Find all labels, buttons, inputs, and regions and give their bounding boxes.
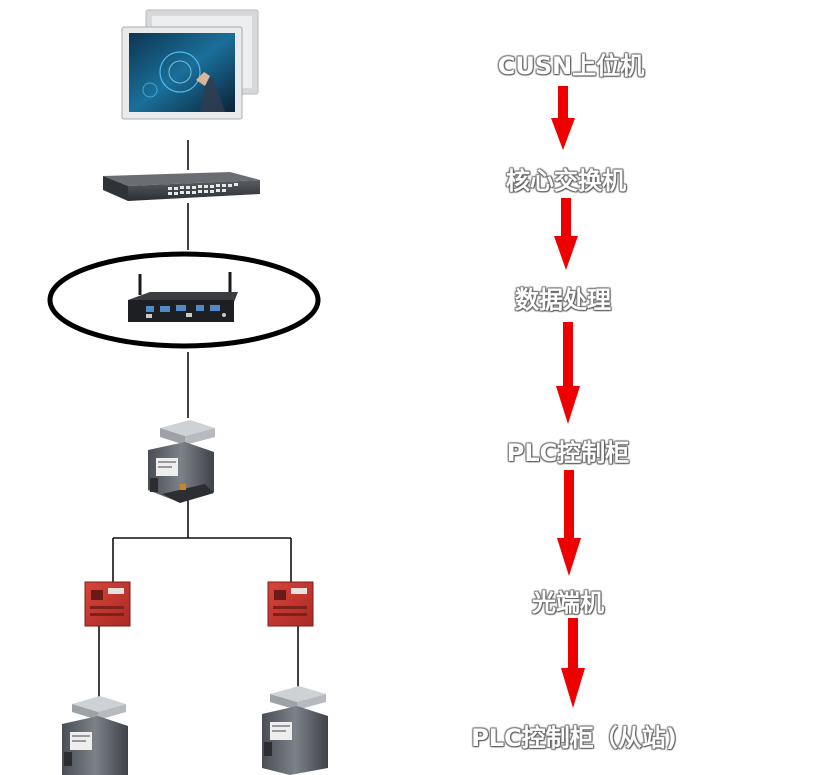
connection-lines (98, 140, 299, 700)
flow-step-core-switch: 核心交换机 (506, 167, 626, 195)
optical-transceiver-icon (267, 581, 314, 627)
optical-transceiver-icon (84, 581, 131, 627)
flow-arrow-3 (556, 322, 580, 424)
plc-cabinet-icon (148, 420, 215, 503)
touch-panel-pc-icon (121, 9, 259, 120)
flow-arrows (551, 86, 585, 708)
flow-arrow-4 (557, 470, 581, 576)
plc-cabinet-slave-icon (62, 696, 128, 775)
flow-arrow-2 (554, 198, 578, 270)
flow-step-plc-cabinet-slave: PLC控制柜（从站) (471, 724, 677, 752)
plc-cabinet-slave-icon (262, 686, 328, 775)
network-switch-icon (103, 172, 260, 201)
flow-step-cusn-host: CUSN上位机 (497, 52, 645, 80)
flow-arrow-1 (551, 86, 575, 150)
flow-step-data-processing: 数据处理 (515, 286, 611, 314)
flow-step-plc-cabinet: PLC控制柜 (506, 439, 630, 467)
highlight-ellipse (47, 251, 321, 349)
flow-step-optical-transceiver: 光端机 (532, 589, 604, 617)
flow-arrow-5 (561, 618, 585, 708)
fanless-mini-pc-icon (47, 251, 321, 349)
